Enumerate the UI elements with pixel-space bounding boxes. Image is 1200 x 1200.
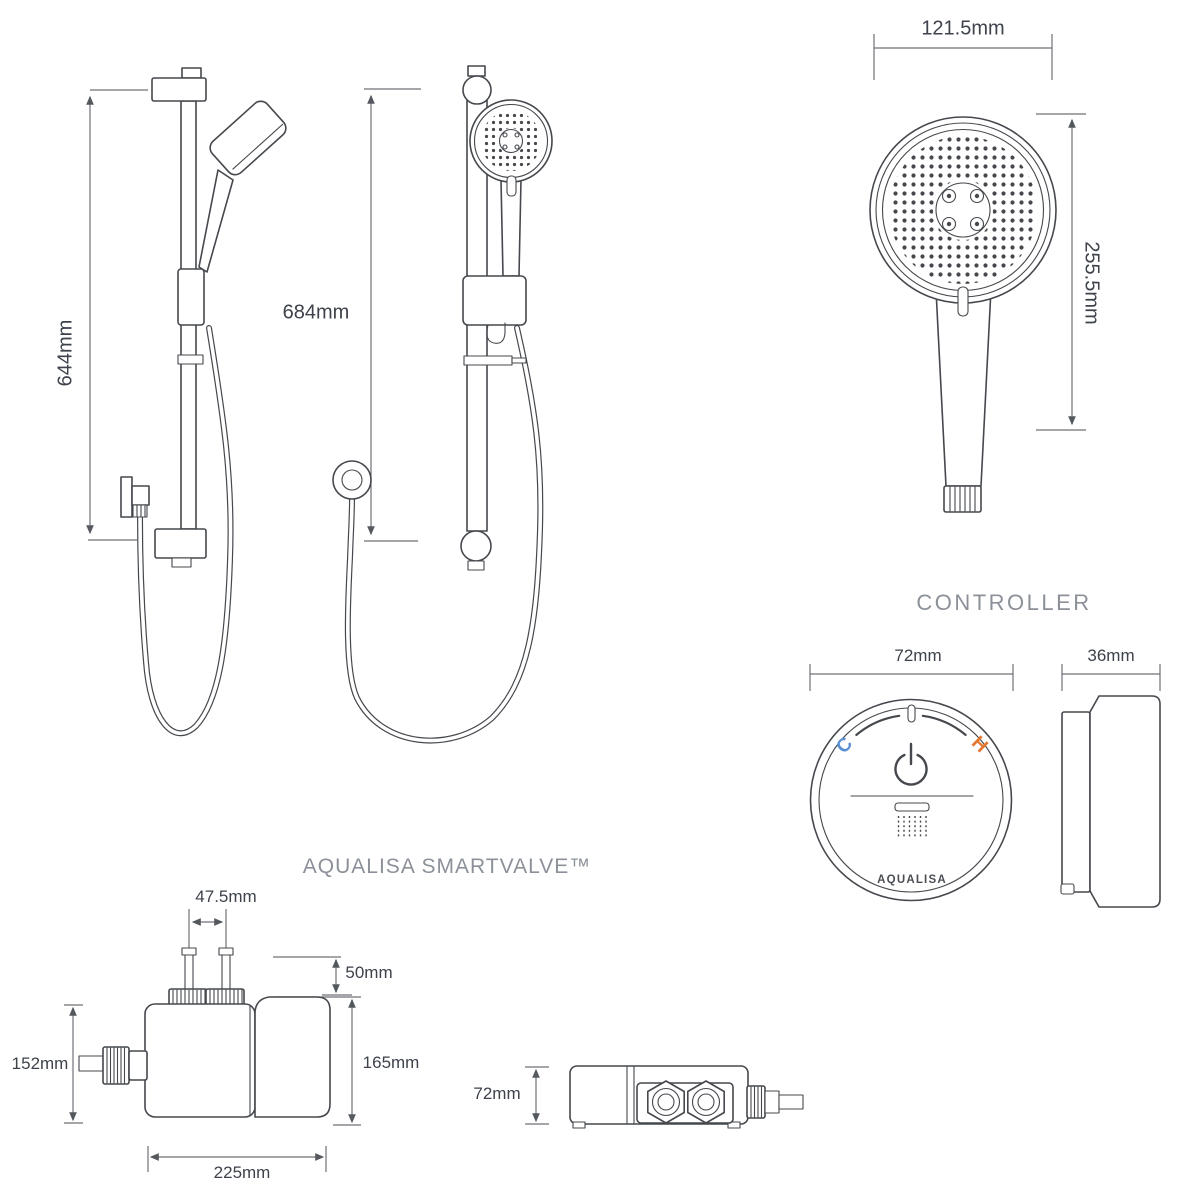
controller-depth-label: 36mm (1087, 646, 1135, 665)
inlet-spacing-dimension (188, 909, 227, 951)
handset-hose-connector (943, 485, 982, 513)
wall-outlet-ring (332, 460, 372, 500)
outlet-spigot (78, 1046, 148, 1085)
handset-height-label: 255.5mm (1080, 241, 1103, 325)
rail-bottom-tab (171, 557, 192, 568)
handset-head-front (469, 99, 553, 197)
body-width-dimension (147, 1146, 327, 1172)
dial-brand-label: AQUALISA (877, 874, 947, 886)
temperature-arc-hot (921, 714, 967, 736)
controller-width-dimension (809, 664, 1014, 691)
rail-bottom-tab-front (467, 560, 485, 571)
power-icon (894, 742, 928, 786)
side-height-dimension (525, 1066, 549, 1125)
body-height-left-dimension (64, 1004, 83, 1124)
rail-top-knob (462, 75, 492, 105)
handset-width-label: 121.5mm (921, 17, 1005, 40)
body-height-left-label: 152mm (11, 1054, 69, 1073)
handset-handle (935, 288, 992, 487)
controller-title: CONTROLLER (916, 590, 1092, 615)
handset-width-dimension (873, 34, 1053, 80)
inlet-height-dimension (273, 956, 352, 996)
rail-side-view-drawing (86, 67, 287, 737)
inlet-height-label: 50mm (345, 963, 393, 982)
valve-body (144, 996, 331, 1118)
smartvalve-title: AQUALISA SMARTVALVE™ (302, 855, 592, 878)
handset-slider (177, 268, 205, 326)
rail-clip (463, 355, 527, 366)
controller-width-label: 72mm (894, 646, 942, 665)
rail-top-tab-front (467, 65, 486, 77)
shower-spray-icon (894, 802, 930, 838)
rail-bottom-bracket (154, 528, 207, 559)
dial-top-tick (907, 704, 916, 723)
body-width-label: 225mm (213, 1163, 271, 1182)
valve-side-connections (636, 1080, 734, 1124)
controller-drawing (809, 664, 1161, 908)
side-height-label: 72mm (473, 1084, 521, 1103)
valve-side-spigot (746, 1085, 804, 1119)
handset-height-dimension (1036, 113, 1086, 431)
rail-top-tab (181, 67, 202, 79)
controller-dial (809, 698, 1013, 902)
rail-collar (177, 354, 204, 365)
body-height-right-label: 165mm (362, 1053, 420, 1072)
inlet-pipes (168, 947, 245, 1009)
temperature-arc-cold (855, 714, 901, 736)
wall-outlet-elbow (120, 476, 150, 518)
handset-holder (462, 275, 527, 344)
rail-front-view-drawing (332, 65, 553, 744)
spray-mode-button-front (506, 175, 517, 197)
handset-side (198, 100, 287, 273)
handset-front-view-drawing (869, 34, 1086, 513)
rail-side-height-label: 644mm (54, 319, 77, 387)
inlet-spacing-label: 47.5mm (195, 887, 257, 906)
controller-side-view (1060, 695, 1161, 908)
rail-front-height-dimension (364, 88, 421, 542)
handset-spray-face (869, 116, 1057, 317)
rail-side-height-dimension (86, 89, 148, 541)
hose-front (344, 325, 544, 744)
rail-front-height-label: 684mm (282, 301, 350, 324)
rail-top-bracket (151, 77, 207, 102)
rail-bottom-knob (460, 530, 492, 562)
hose-side (137, 325, 234, 737)
smartvalve-side-view-drawing (525, 1065, 804, 1129)
smartvalve-front-view-drawing (64, 909, 361, 1172)
spray-mode-button (957, 286, 969, 317)
controller-depth-dimension (1061, 664, 1161, 691)
